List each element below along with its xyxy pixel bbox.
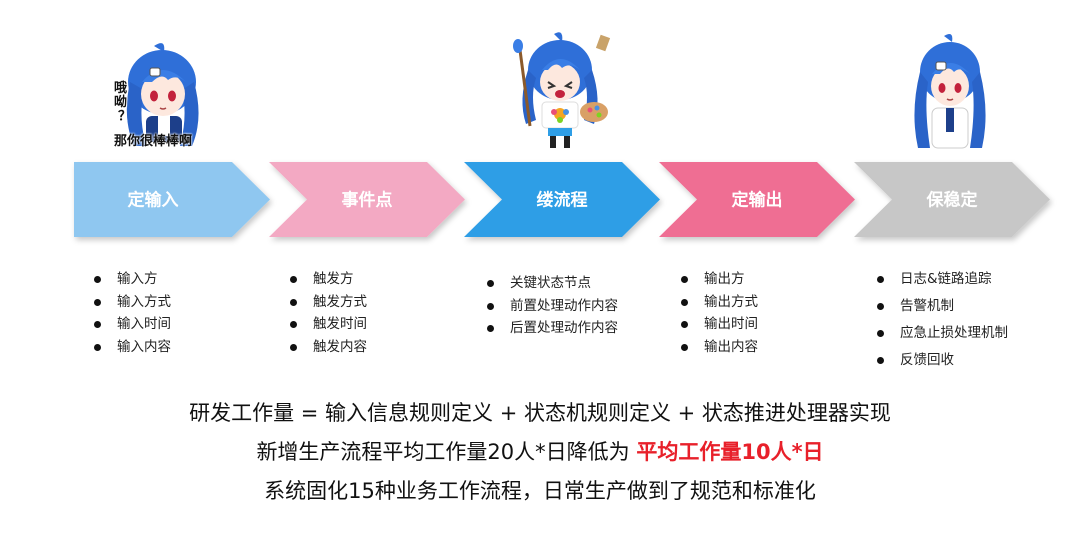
caption-line-2: 呦 (114, 95, 128, 110)
step-5-details: 日志&链路追踪 告警机制 应急止损处理机制 反馈回收 (874, 266, 1008, 374)
summary-line-2-text: 新增生产流程平均工作量20人*日降低为 (256, 440, 637, 464)
list-item: 触发方式 (287, 291, 367, 314)
mascot-thinking: 哦 呦 ？ 那你很棒棒啊 (106, 38, 226, 150)
summary-highlight: 平均工作量10人*日 (636, 440, 824, 464)
mascot-painter (500, 30, 620, 150)
list-item: 输出时间 (678, 313, 758, 336)
summary-line-1: 研发工作量 = 输入信息规则定义 + 状态机规则定义 + 状态推进处理器实现 (189, 401, 891, 425)
process-flow: 定输入 事件点 缕流程 定输出 保稳定 (74, 162, 1050, 237)
list-item: 触发时间 (287, 313, 367, 336)
step-label-5: 保稳定 (926, 190, 978, 211)
chevron-step-5: 保稳定 (854, 162, 1050, 237)
chevron-step-3: 缕流程 (464, 162, 660, 237)
chevron-step-4: 定输出 (659, 162, 855, 237)
caption-line-4: 那你很棒棒啊 (114, 134, 193, 149)
step-label-3: 缕流程 (537, 190, 588, 211)
step-1-details: 输入方 输入方式 输入时间 输入内容 (91, 268, 171, 358)
list-item: 前置处理动作内容 (484, 295, 618, 318)
caption-line-1: 哦 (114, 81, 128, 96)
list-item: 关键状态节点 (484, 272, 618, 295)
list-item: 输入方式 (91, 291, 171, 314)
list-item: 输出内容 (678, 336, 758, 359)
list-item: 触发方 (287, 268, 367, 291)
step-2-details: 触发方 触发方式 触发时间 触发内容 (287, 268, 367, 358)
chevron-step-1: 定输入 (74, 162, 270, 237)
chevron-step-2: 事件点 (269, 162, 465, 237)
summary-line-2: 新增生产流程平均工作量20人*日降低为 平均工作量10人*日 (0, 436, 1080, 466)
list-item: 输入内容 (91, 336, 171, 359)
step-label-1: 定输入 (128, 190, 179, 211)
step-label-4: 定输出 (732, 190, 783, 211)
mascot-calm (900, 32, 1000, 152)
list-item: 反馈回收 (874, 347, 1008, 374)
list-item: 应急止损处理机制 (874, 320, 1008, 347)
list-item: 输出方式 (678, 291, 758, 314)
list-item: 输入方 (91, 268, 171, 291)
list-item: 日志&链路追踪 (874, 266, 1008, 293)
step-label-2: 事件点 (342, 190, 393, 211)
list-item: 告警机制 (874, 293, 1008, 320)
list-item: 触发内容 (287, 336, 367, 359)
list-item: 输出方 (678, 268, 758, 291)
mascot-caption: 哦 呦 ？ (114, 82, 131, 124)
caption-line-3: ？ (118, 109, 132, 124)
step-3-details: 关键状态节点 前置处理动作内容 后置处理动作内容 (484, 272, 618, 340)
summary-line-3: 系统固化15种业务工作流程，日常生产做到了规范和标准化 (264, 479, 816, 503)
step-4-details: 输出方 输出方式 输出时间 输出内容 (678, 268, 758, 358)
list-item: 输入时间 (91, 313, 171, 336)
list-item: 后置处理动作内容 (484, 317, 618, 340)
